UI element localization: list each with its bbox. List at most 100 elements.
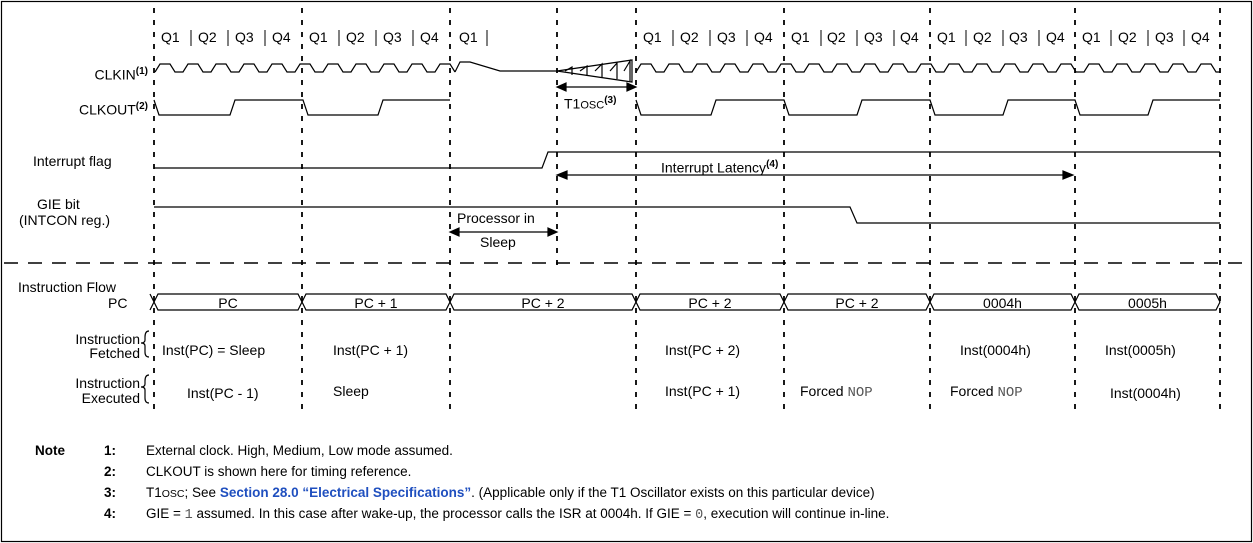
q-label: Q3 [383,29,402,45]
q-label: Q3 [235,29,254,45]
fetched-cell: Inst(0004h) [960,342,1031,358]
sleep-label-line1: Processor in [457,210,535,226]
executed-cell: Sleep [333,383,369,399]
q-label: Q2 [827,29,846,45]
gie-label-line2: (INTCON reg.) [19,212,110,228]
q-label: Q2 [973,29,992,45]
note-text-part: GIE = [146,506,185,521]
latency-footnote: (4) [766,159,779,170]
gie-waveform [154,206,1220,224]
gie-label-line1: GIE bit [37,196,80,212]
note-mono: 1 [184,508,193,523]
q-label: Q2 [680,29,699,45]
t1osc-arrow [555,82,638,92]
executed-cell: Inst(PC + 1) [665,383,741,399]
pc-value: 0005h [1128,295,1167,311]
executed-mono: NOP [847,385,873,401]
q-label: Q4 [420,29,439,45]
interrupt-flag-label: Interrupt flag [33,153,112,169]
pc-value: PC [218,295,238,311]
note-title: Note [35,443,65,458]
sleep-arrow [448,227,559,237]
note-text: External clock. High, Medium, Low mode a… [146,443,453,458]
pc-value: PC + 2 [835,295,879,311]
instruction-flow-label: Instruction Flow [18,279,117,295]
latency-label: Interrupt Latency(4) [661,157,778,176]
note-number: 3: [104,485,117,500]
clkout-waveform [153,99,1220,116]
latency-arrow [555,170,1075,180]
note-text-part: assumed. In this case after wake-up, the… [192,506,696,521]
clkout-label: CLKOUT(2) [20,99,148,118]
q-label: Q1 [161,29,180,45]
note-number: 4: [104,506,117,521]
note-text-part: OSC [161,488,185,500]
latency-text: Interrupt Latency [661,159,767,176]
pc-value: 0004h [983,295,1022,311]
executed-cell: Forced NOP [950,383,1023,401]
note-text-part: , execution will continue in-line. [703,506,890,521]
q-label: Q1 [791,29,810,45]
executed-label-line2: Executed [81,390,140,406]
note-text: CLKOUT is shown here for timing referenc… [146,464,412,479]
q-label: Q4 [272,29,291,45]
fetched-label-line1: Instruction [75,331,140,347]
q-label: Q3 [717,29,736,45]
q-label: Q1 [1082,29,1101,45]
executed-cell: Inst(PC - 1) [187,385,259,401]
clkin-label: CLKIN(1) [20,64,148,83]
note-text-part: ; See [184,485,220,500]
q-label: Q4 [754,29,773,45]
interrupt-flag-waveform [154,151,1220,169]
sleep-label-line2: Sleep [480,234,516,250]
q-label: Q4 [1046,29,1065,45]
executed-cell: Inst(0004h) [1110,385,1181,401]
q-label: Q2 [1118,29,1137,45]
note-number: 2: [104,464,117,479]
note-number: 1: [104,443,117,458]
fetched-label-line2: Fetched [89,345,140,361]
fetched-cell: Inst(PC + 2) [665,342,741,358]
fetched-cell: Inst(PC + 1) [333,342,409,358]
note-text-part: . (Applicable only if the T1 Oscillator … [471,485,875,500]
clkout-footnote: (2) [135,101,148,112]
q-label: Q3 [1009,29,1028,45]
note-text-part: T1 [146,485,162,500]
q-label: Q2 [346,29,365,45]
executed-text: Forced [800,383,848,399]
fetched-cell: Inst(0005h) [1105,342,1176,358]
q-separators [190,30,1185,46]
clkin-waveform [154,58,1220,83]
pc-bus [149,293,1221,311]
pc-label: PC [108,295,128,311]
clkin-text: CLKIN [94,66,136,83]
note-text: T1OSC; See Section 28.0 “Electrical Spec… [146,485,875,502]
braces [140,330,150,404]
pc-value: PC + 2 [521,295,565,311]
q-label: Q1 [643,29,662,45]
q-label: Q3 [1155,29,1174,45]
t1osc-main: T1 [564,95,581,112]
q-label: Q2 [198,29,217,45]
q-label: Q4 [900,29,919,45]
q-label: Q1 [309,29,328,45]
q-label: Q3 [864,29,883,45]
executed-text: Forced [950,383,998,399]
cycle-boundaries [153,8,1221,410]
t1osc-footnote: (3) [604,95,617,106]
q-label: Q4 [1191,29,1210,45]
t1osc-label: T1OSC(3) [564,93,616,114]
note-mono: 0 [695,508,704,523]
note-text: GIE = 1 assumed. In this case after wake… [146,506,889,524]
executed-mono: NOP [997,385,1023,401]
section-link[interactable]: Section 28.0 “Electrical Specifications” [219,485,472,500]
pc-value: PC + 1 [354,295,398,311]
executed-cell: Forced NOP [800,383,873,401]
pc-value: PC + 2 [688,295,732,311]
q-label: Q1 [937,29,956,45]
fetched-cell: Inst(PC) = Sleep [162,342,266,358]
executed-label-line1: Instruction [75,375,140,391]
